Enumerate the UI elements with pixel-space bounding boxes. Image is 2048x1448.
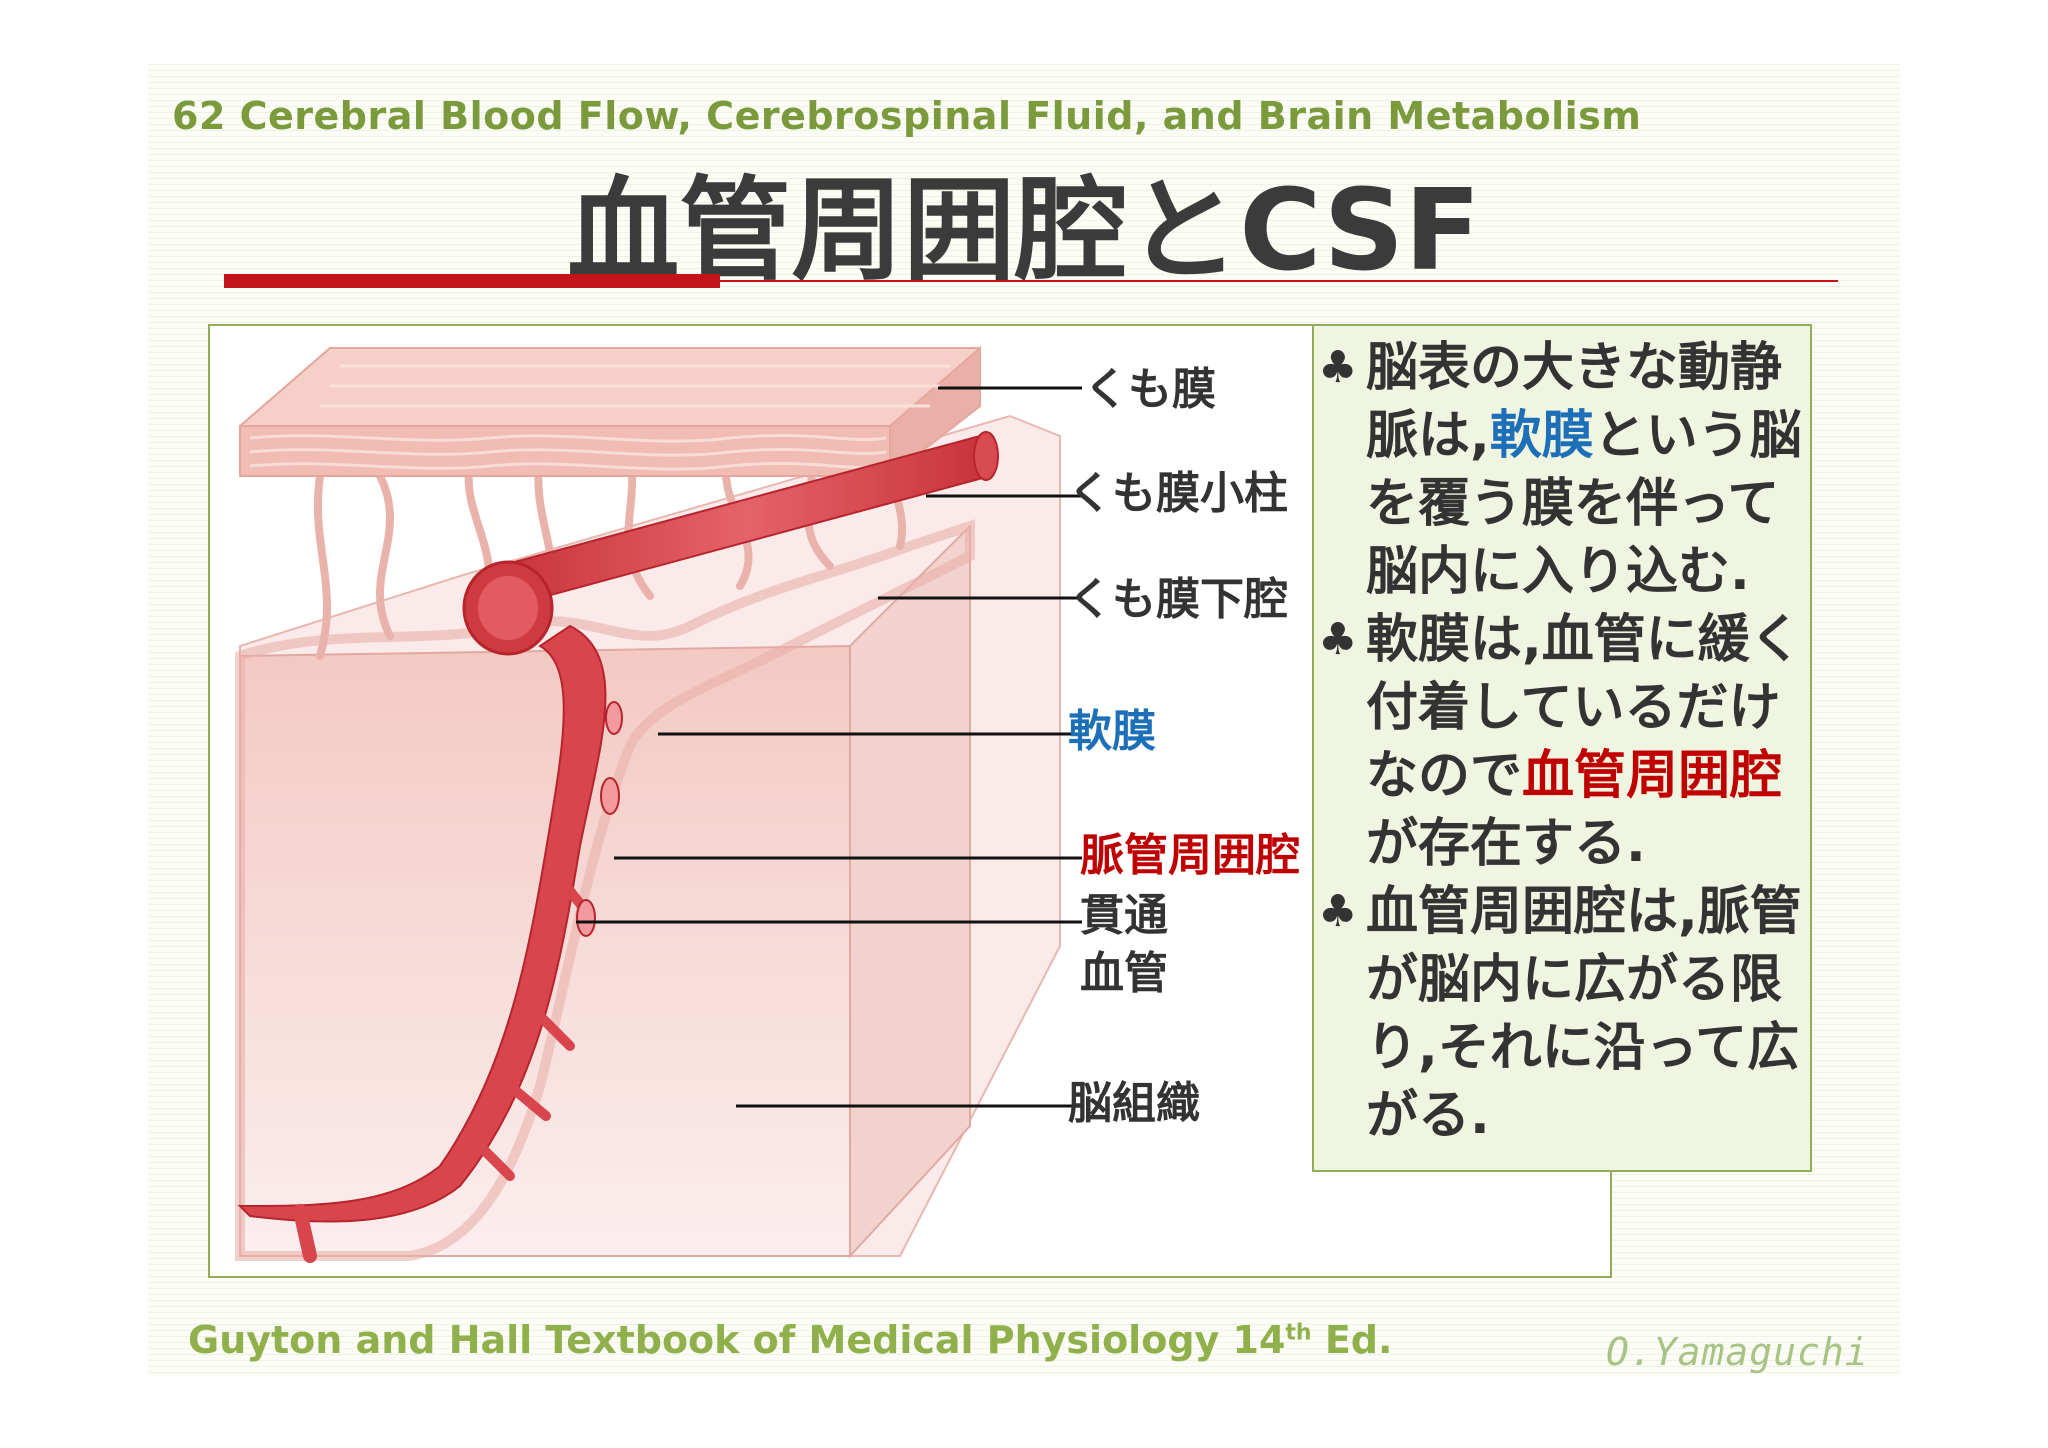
surface-vessel [462,431,999,656]
penetrating-vessel [237,624,623,1263]
note-2-text-b: が存在する. [1366,814,1646,874]
label-brain-tissue: 脳組織 [1068,1078,1200,1129]
club-bullet-icon: ♣ [1318,614,1358,665]
reference-edition: Ed. [1311,1318,1393,1362]
club-bullet-icon: ♣ [1318,342,1358,393]
textbook-reference: Guyton and Hall Textbook of Medical Phys… [188,1318,1392,1362]
leader-lines [576,386,1082,1108]
club-bullet-icon: ♣ [1318,886,1358,937]
note-1-highlight: 軟膜 [1489,406,1594,466]
label-arachnoid: くも膜 [1084,364,1216,415]
label-subarachnoid-space: くも膜下腔 [1068,574,1288,625]
label-perivascular-space: 脈管周囲腔 [1080,830,1300,881]
label-penetrating-vessel-2: 血管 [1080,948,1168,999]
note-2-highlight: 血管周囲腔 [1522,746,1783,806]
author-signature: O.Yamaguchi [1606,1330,1869,1374]
reference-ordinal: th [1285,1320,1312,1346]
reference-text: Guyton and Hall Textbook of Medical Phys… [188,1318,1286,1362]
note-2-text-a: 軟膜は,血管に緩く付着しているだけなので [1366,610,1802,806]
chapter-subtitle: 62 Cerebral Blood Flow, Cerebrospinal Fl… [172,94,1642,138]
note-item-1: ♣ 脳表の大きな動静脈は,軟膜という脳を覆う膜を伴って脳内に入り込む. [1318,334,1810,606]
note-1-text-b: という脳を覆う膜を伴って脳内に入り込む. [1366,406,1802,602]
label-trabeculae: くも膜小柱 [1068,468,1288,519]
note-3-text: 血管周囲腔は,脈管が脳内に広がる限り,それに沿って広がる. [1366,882,1802,1146]
title-underline-thick [224,274,720,288]
arachnoid-membrane [239,345,981,479]
title-underline-thin [720,280,1838,282]
label-penetrating-vessel-1: 貫通 [1080,890,1168,941]
meninges-diagram [235,345,1082,1263]
explanation-box: ♣ 脳表の大きな動静脈は,軟膜という脳を覆う膜を伴って脳内に入り込む. ♣ 軟膜… [1312,324,1812,1172]
note-item-2: ♣ 軟膜は,血管に緩く付着しているだけなので血管周囲腔が存在する. [1318,606,1810,878]
note-item-3: ♣ 血管周囲腔は,脈管が脳内に広がる限り,それに沿って広がる. [1318,878,1810,1150]
label-pia-mater: 軟膜 [1068,706,1156,757]
note-1-text-a: 脳表の大きな動静脈は, [1366,338,1783,466]
